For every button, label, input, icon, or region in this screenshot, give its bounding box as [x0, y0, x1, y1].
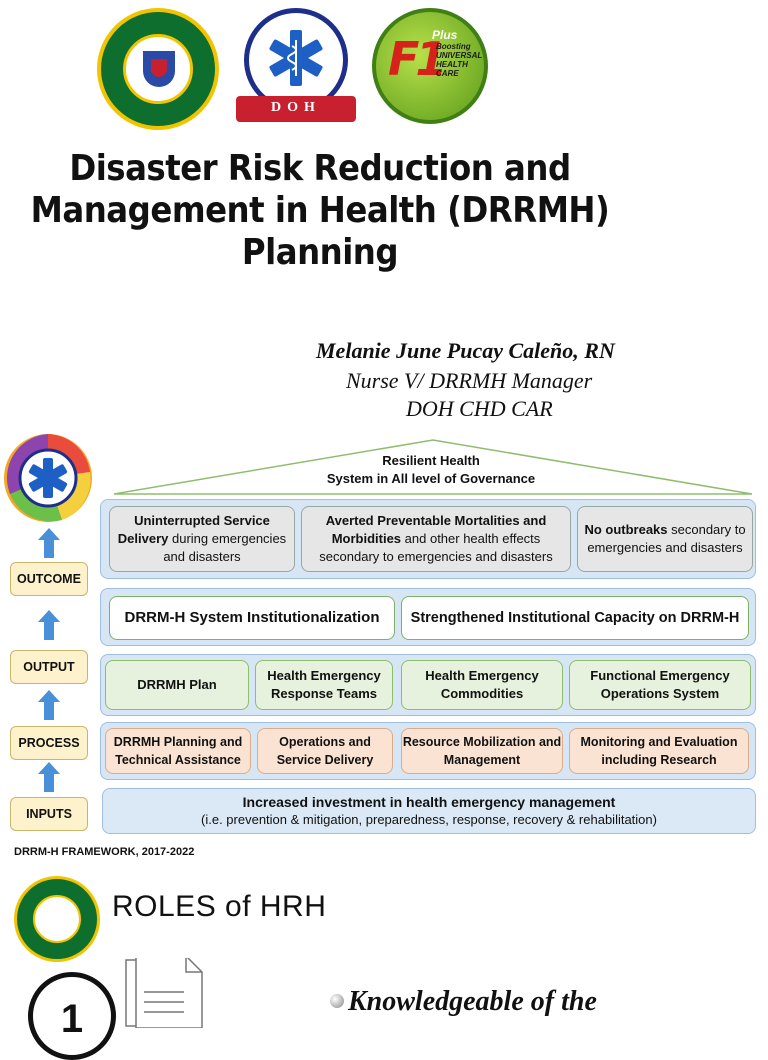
hems-wheel-logo: [4, 434, 92, 522]
author-name: Melanie June Pucay Caleño, RN: [316, 338, 615, 363]
output-band: DRRMH Plan Health Emergency Response Tea…: [100, 654, 756, 716]
institutional-box: Strengthened Institutional Capacity on D…: [401, 596, 749, 640]
f1-plus-logo: F1 Plus Boosting UNIVERSAL HEALTH CARE: [372, 8, 488, 124]
health-emergency-management-logo: DOH: [236, 8, 356, 128]
page-title: Disaster Risk Reduction and Management i…: [30, 148, 610, 273]
institutional-box: DRRM-H System Institutionalization: [109, 596, 395, 640]
process-box: Operations and Service Delivery: [257, 728, 393, 774]
roof-shape: [113, 439, 753, 495]
inputs-main-text: Increased investment in health emergency…: [242, 794, 616, 810]
up-arrow-icon: [38, 762, 60, 792]
document-icon: [125, 958, 203, 1028]
outcome-box: Uninterrupted Service Delivery during em…: [109, 506, 295, 572]
process-box: Resource Mobilization and Management: [401, 728, 563, 774]
level-label-inputs: INPUTS: [10, 797, 88, 831]
process-box: DRRMH Planning and Technical Assistance: [105, 728, 251, 774]
institutional-band: DRRM-H System Institutionalization Stren…: [100, 588, 756, 646]
bullet-icon: [330, 994, 344, 1008]
goal-text: Resilient Health System in All level of …: [326, 453, 536, 486]
outcome-box: No outbreaks secondary to emergencies an…: [577, 506, 753, 572]
process-band: DRRMH Planning and Technical Assistance …: [100, 722, 756, 780]
author-role: Nurse V/ DRRMH Manager: [346, 368, 593, 393]
framework-caption: DRRM-H FRAMEWORK, 2017-2022: [14, 846, 195, 858]
author-org: DOH CHD CAR: [406, 396, 553, 421]
level-label-process: PROCESS: [10, 726, 88, 760]
doh-seal-logo: [97, 8, 219, 130]
up-arrow-icon: [38, 610, 60, 640]
roles-heading: ROLES of HRH: [112, 890, 327, 923]
number-circle: 1: [28, 972, 116, 1060]
level-label-output: OUTPUT: [10, 650, 88, 684]
up-arrow-icon: [38, 690, 60, 720]
author-block: Melanie June Pucay Caleño, RN Nurse V/ D…: [300, 338, 700, 422]
output-box: Health Emergency Response Teams: [255, 660, 393, 710]
outcome-band: Uninterrupted Service Delivery during em…: [100, 499, 756, 579]
outcome-box: Averted Preventable Mortalities and Morb…: [301, 506, 571, 572]
process-box: Monitoring and Evaluation including Rese…: [569, 728, 749, 774]
output-box: Health Emergency Commodities: [401, 660, 563, 710]
role-point: Knowledgeable of the: [330, 986, 597, 1018]
doh-seal-logo: [14, 876, 100, 962]
up-arrow-icon: [38, 528, 60, 558]
shield-icon: [143, 51, 175, 87]
level-label-outcome: OUTCOME: [10, 562, 88, 596]
inputs-detail-text: (i.e. prevention & mitigation, preparedn…: [201, 812, 657, 827]
star-of-life-icon: [269, 30, 323, 86]
input-band: Increased investment in health emergency…: [102, 788, 756, 834]
output-box: Functional Emergency Operations System: [569, 660, 751, 710]
output-box: DRRMH Plan: [105, 660, 249, 710]
